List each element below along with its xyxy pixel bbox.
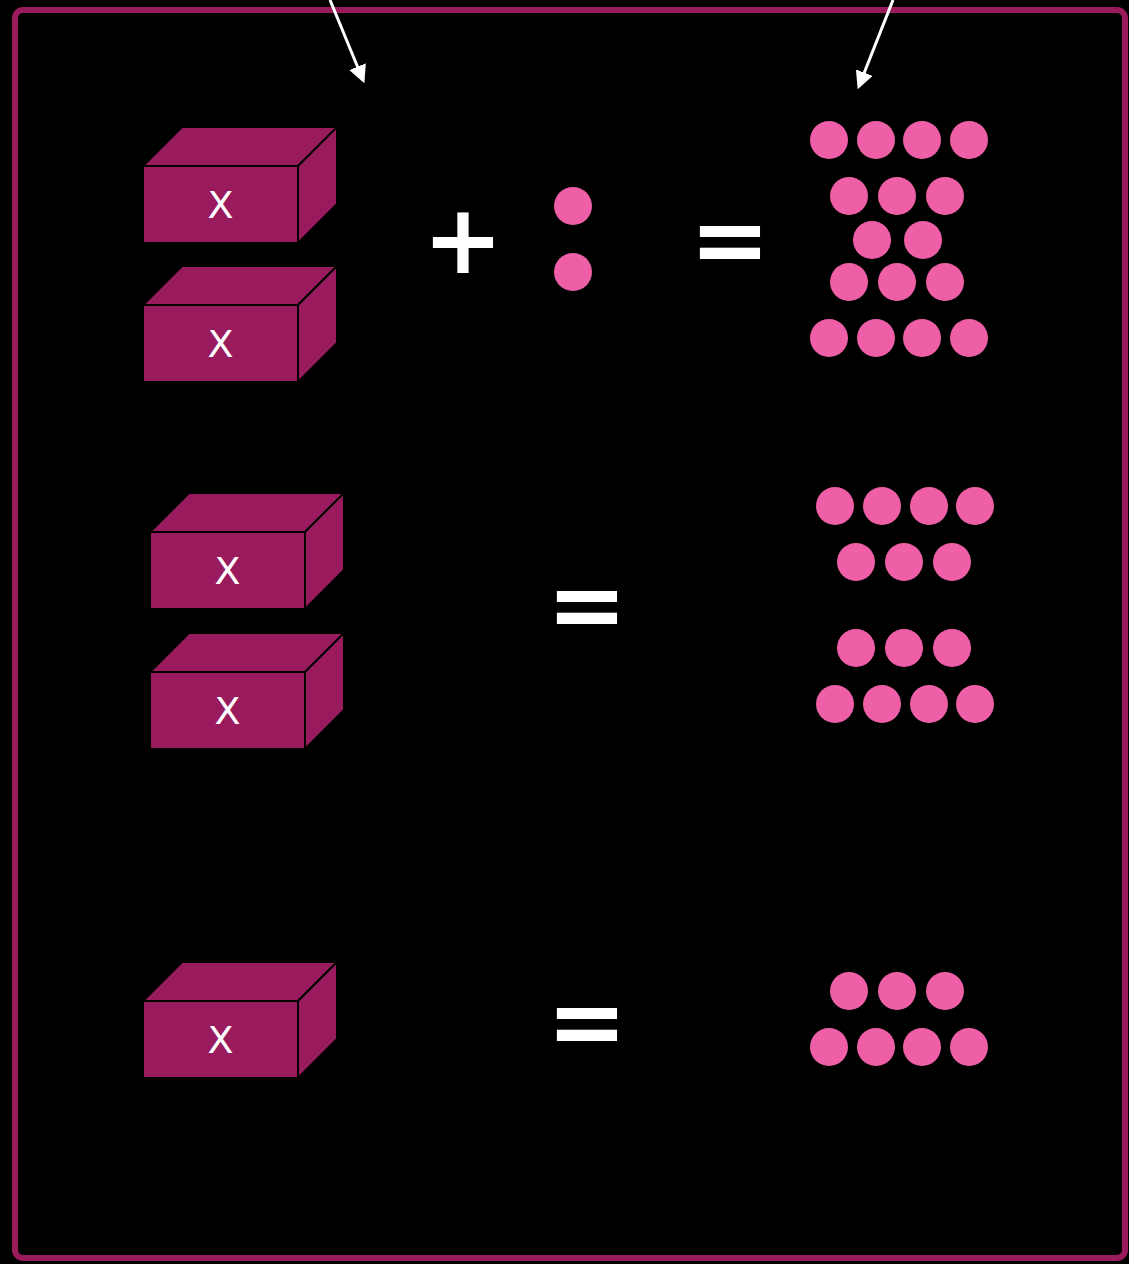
variable-box: X xyxy=(143,266,337,382)
variable-label: X xyxy=(143,1001,298,1078)
operator-sign: = xyxy=(547,557,627,653)
box-shape xyxy=(143,127,337,243)
box-front xyxy=(150,532,305,609)
box-shape xyxy=(143,266,337,382)
box-shape xyxy=(150,493,344,609)
frame-border xyxy=(15,10,1125,1258)
variable-box: X xyxy=(143,962,337,1078)
pointer-arrow xyxy=(859,0,893,86)
box-side xyxy=(298,962,337,1078)
box-front xyxy=(143,305,298,382)
variable-box: X xyxy=(150,493,344,609)
variable-label: X xyxy=(143,166,298,243)
box-front xyxy=(143,1001,298,1078)
box-shape xyxy=(150,633,344,749)
operator-sign: + xyxy=(423,192,503,288)
operator-sign: = xyxy=(547,974,627,1070)
box-side xyxy=(298,127,337,243)
variable-box: X xyxy=(150,633,344,749)
operator-sign: = xyxy=(690,192,770,288)
box-side xyxy=(305,633,344,749)
variable-label: X xyxy=(150,672,305,749)
box-front xyxy=(150,672,305,749)
box-shape xyxy=(143,962,337,1078)
box-front xyxy=(143,166,298,243)
pointer-arrow xyxy=(330,0,363,80)
box-side xyxy=(298,266,337,382)
variable-box: X xyxy=(143,127,337,243)
variable-label: X xyxy=(143,305,298,382)
box-side xyxy=(305,493,344,609)
variable-label: X xyxy=(150,532,305,609)
